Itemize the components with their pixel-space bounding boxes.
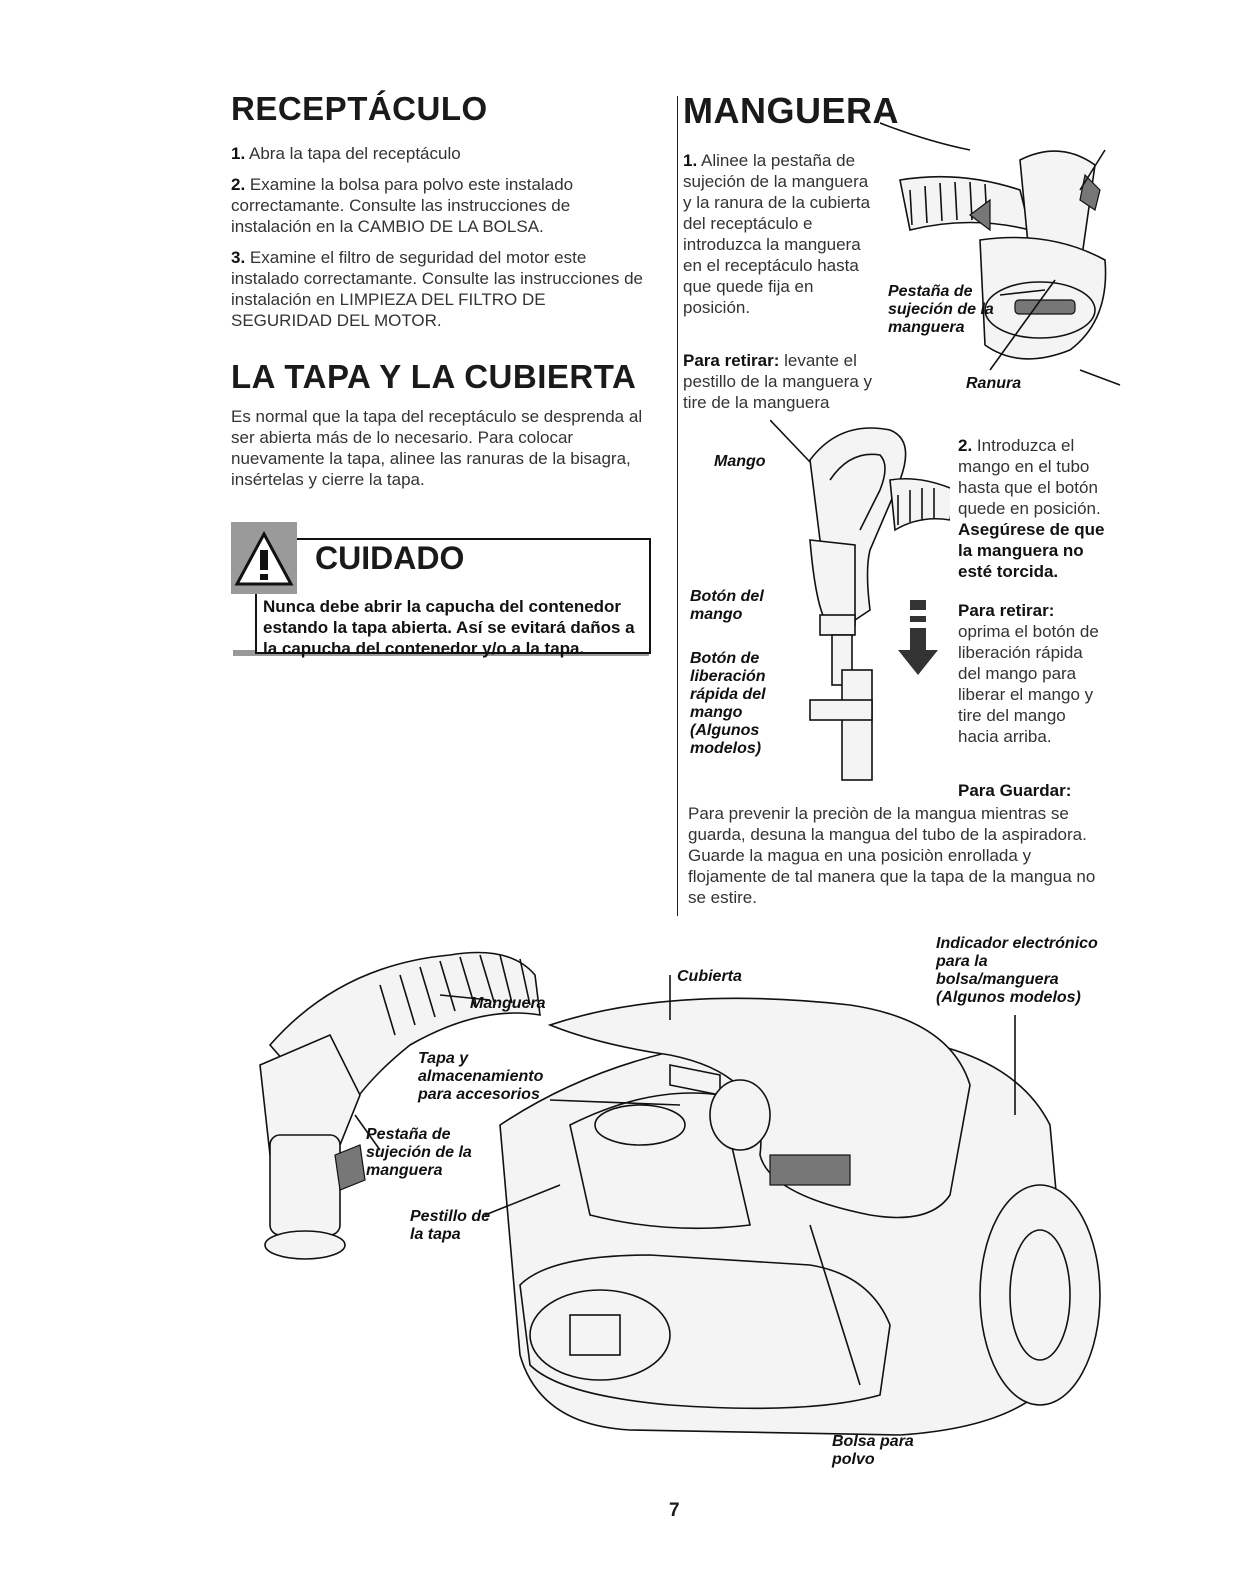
step-number: 2.	[958, 436, 973, 455]
receptaculo-list: 1. Abra la tapa del receptáculo 2. Exami…	[231, 143, 651, 341]
store-label: Para Guardar:	[958, 781, 1072, 800]
label-pestillo: Pestillo de la tapa	[410, 1208, 491, 1243]
label-ranura: Ranura	[966, 375, 1022, 392]
label-bolsa: Bolsa para polvo	[832, 1433, 914, 1468]
receptaculo-item-2: 2. Examine la bolsa para polvo este inst…	[231, 174, 651, 237]
label-pestana-top: Pestaña de sujeción de la manguera	[888, 283, 994, 336]
caution-box	[255, 538, 651, 654]
label-cubierta: Cubierta	[677, 968, 742, 985]
remove-label: Para retirar:	[683, 351, 780, 370]
receptaculo-title: RECEPTÁCULO	[231, 90, 488, 127]
receptaculo-item-3: 3. Examine el filtro de seguridad del mo…	[231, 247, 651, 331]
tapa-text: Es normal que la tapa del receptáculo se…	[231, 407, 643, 489]
item-text: Examine la bolsa para polvo este instala…	[231, 175, 574, 236]
receptaculo-item-1: 1. Abra la tapa del receptáculo	[231, 143, 651, 164]
label-pestana-bottom: Pestaña de sujeción de la manguera	[366, 1126, 472, 1179]
item-text: Abra la tapa del receptáculo	[248, 144, 461, 163]
handle-illustration	[770, 420, 950, 781]
label-boton-liberacion: Botón de liberación rápida del mango (Al…	[690, 650, 766, 757]
store-text: Para prevenir la preciòn de la mangua mi…	[688, 804, 1096, 907]
step-warning: Asegúrese de que la manguera no esté tor…	[958, 520, 1105, 581]
hose-connection-illustration	[880, 122, 1121, 386]
item-number: 3.	[231, 248, 246, 267]
vacuum-illustration	[259, 951, 1101, 1436]
label-manguera: Manguera	[470, 995, 546, 1012]
step-text: Introduzca el mango en el tubo hasta que…	[958, 436, 1101, 518]
column-divider	[677, 96, 678, 916]
remove-text: oprima el botón de liberación rápida del…	[958, 622, 1099, 746]
remove-label: Para retirar:	[958, 601, 1055, 620]
caution-title: CUIDADO	[315, 540, 465, 576]
item-number: 1.	[231, 144, 246, 163]
manguera-remove-2: Para retirar: oprima el botón de liberac…	[958, 600, 1108, 747]
warning-icon-background	[231, 522, 297, 594]
item-number: 2.	[231, 175, 246, 194]
caution-text: Nunca debe abrir la capucha del contened…	[263, 597, 635, 658]
label-tapa-almacen: Tapa y almacenamiento para accesorios	[418, 1050, 544, 1103]
manguera-remove-1: Para retirar: levante el pestillo de la …	[683, 350, 878, 413]
tapa-title: LA TAPA Y LA CUBIERTA	[231, 358, 637, 395]
warning-triangle-icon	[234, 530, 294, 586]
step-text: Alinee la pestaña de sujeción de la mang…	[683, 151, 871, 317]
manguera-step-2: 2. Introduzca el mango en el tubo hasta …	[958, 435, 1108, 582]
manguera-step-1: 1. Alinee la pestaña de sujeción de la m…	[683, 150, 878, 318]
step-number: 1.	[683, 151, 698, 170]
label-mango: Mango	[714, 453, 766, 470]
item-text: Examine el filtro de seguridad del motor…	[231, 248, 643, 330]
label-indicador: Indicador electrónico para la bolsa/mang…	[936, 935, 1098, 1006]
remove-text: levante el pestillo de la manguera y tir…	[683, 351, 873, 412]
manguera-title: MANGUERA	[683, 90, 899, 131]
label-boton-mango: Botón del mango	[690, 588, 764, 623]
page-number: 7	[669, 1500, 680, 1521]
